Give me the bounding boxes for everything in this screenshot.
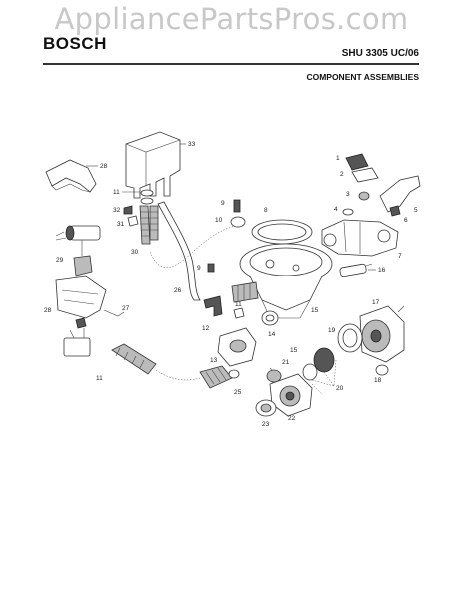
callout-2: 2 xyxy=(340,171,344,178)
callout-15-a: 15 xyxy=(311,307,319,314)
part-32-cover xyxy=(45,159,97,193)
callouts: 28 33 11 32 31 30 9 10 8 29 9 26 27 28 1… xyxy=(44,141,418,428)
part-10-bracket xyxy=(230,216,246,228)
part-9-bolt-2 xyxy=(207,263,215,273)
callout-10: 10 xyxy=(215,217,223,224)
callout-30: 31 xyxy=(117,221,125,228)
part-16-element xyxy=(339,263,373,278)
callout-16: 16 xyxy=(378,267,386,274)
callout-27: 28 xyxy=(44,307,52,314)
callout-22: 22 xyxy=(288,415,296,422)
callout-19: 19 xyxy=(328,327,336,334)
callout-11-a: 11 xyxy=(113,189,120,196)
part-21-spring xyxy=(266,367,282,387)
part-27-base xyxy=(55,275,107,357)
callout-24: 25 xyxy=(234,389,242,396)
part-30-clip xyxy=(127,215,139,227)
callout-4: 4 xyxy=(334,206,338,213)
callout-18: 18 xyxy=(374,377,382,384)
callout-9-b: 9 xyxy=(197,265,201,272)
part-24-hose xyxy=(199,365,240,389)
part-28-motor xyxy=(55,225,101,277)
part-14-ring xyxy=(261,310,279,326)
part-4-ring xyxy=(342,208,354,216)
part-5-cover xyxy=(379,175,421,213)
part-11-hose-lower xyxy=(111,343,157,375)
part-3-plug xyxy=(358,191,370,201)
callout-13: 13 xyxy=(210,357,218,364)
callout-31: 32 xyxy=(113,207,121,214)
routing-line-2 xyxy=(155,369,201,381)
part-26-wire xyxy=(103,309,125,317)
callout-29: 30 xyxy=(131,249,139,256)
callout-6: 6 xyxy=(404,217,408,224)
callout-15-b: 15 xyxy=(290,347,298,354)
callout-20: 20 xyxy=(336,385,344,392)
part-6-clip xyxy=(389,205,401,217)
section-title: COMPONENT ASSEMBLIES xyxy=(306,72,419,82)
part-19-gasket xyxy=(337,323,363,353)
part-1-cap xyxy=(345,153,369,171)
routing-line-3 xyxy=(311,359,337,395)
part-18-nut xyxy=(375,364,389,376)
watermark-text: AppliancePartsPros.com xyxy=(54,2,409,36)
part-20-impeller xyxy=(302,347,335,381)
part-12-bracket xyxy=(203,295,223,317)
callout-23: 23 xyxy=(262,421,270,428)
header-rule xyxy=(43,63,419,65)
callout-8: 8 xyxy=(264,207,268,214)
part-11-rings xyxy=(140,189,154,205)
callout-9-a: 9 xyxy=(221,200,225,207)
callout-5: 5 xyxy=(414,207,418,214)
part-13-pump xyxy=(217,327,257,367)
part-7-manifold xyxy=(321,219,399,257)
brand-logo: BOSCH xyxy=(43,34,107,53)
callout-33: 33 xyxy=(188,141,196,148)
callout-17: 17 xyxy=(372,299,380,306)
callout-11-b: 11 xyxy=(235,301,242,308)
part-33-housing xyxy=(125,131,181,199)
callout-1: 1 xyxy=(336,155,340,162)
part-23-seal xyxy=(255,399,277,417)
callout-11-c: 11 xyxy=(96,375,103,382)
part-17-motor xyxy=(359,305,405,363)
callout-26: 27 xyxy=(122,305,130,312)
part-25-hose xyxy=(157,201,201,301)
part-11-clip xyxy=(233,307,245,319)
part-2-cover xyxy=(351,167,379,183)
model-number: SHU 3305 UC/06 xyxy=(341,48,419,59)
callout-7: 7 xyxy=(398,253,402,260)
callout-25: 26 xyxy=(174,287,182,294)
part-29-hoses xyxy=(139,205,159,245)
callout-3: 3 xyxy=(346,191,350,198)
part-8-seal xyxy=(251,219,313,245)
routing-line xyxy=(149,223,245,268)
callout-21: 21 xyxy=(282,359,290,366)
part-15-sump xyxy=(239,243,333,319)
part-31-clip xyxy=(123,205,133,215)
callout-14: 14 xyxy=(268,331,276,338)
callout-12: 12 xyxy=(202,325,210,332)
callout-28: 29 xyxy=(56,257,64,264)
callout-32: 28 xyxy=(100,163,108,170)
part-11-connector xyxy=(231,281,259,303)
part-22-housing xyxy=(269,373,313,417)
part-9-bolt xyxy=(233,199,241,213)
